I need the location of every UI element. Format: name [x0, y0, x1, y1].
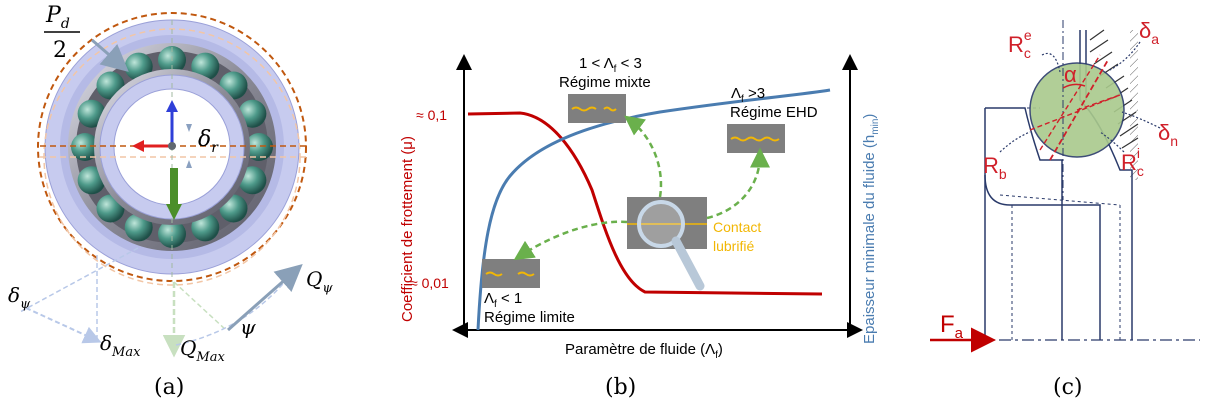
regime-ehd-surface	[730, 136, 780, 142]
radius-line-i	[1029, 94, 1121, 131]
q-psi-label: Qψ	[306, 267, 333, 296]
magnifier-handle	[671, 236, 705, 291]
regime-mixte-label: Régime mixte	[559, 74, 651, 91]
pointer-rci	[1099, 131, 1125, 153]
delta-max-label: δMax	[100, 331, 141, 360]
center-point	[168, 142, 176, 150]
psi-arc	[175, 277, 289, 346]
pointer-delta-a	[1109, 41, 1141, 71]
film-thickness-curve	[476, 88, 831, 331]
red-left-arrowhead	[132, 140, 144, 152]
caption-a: (a)	[154, 375, 184, 400]
rb-label: Rb	[983, 153, 1007, 182]
alpha-arc	[1062, 83, 1086, 89]
panel-b-stribeck	[452, 54, 863, 338]
regime-ehd-label: Régime EHD	[730, 104, 818, 121]
delta-r-arrow-bottom	[186, 160, 192, 168]
delta-psi-label: δψ	[8, 283, 31, 312]
regime-limite-condition: Λf < 1	[484, 290, 522, 310]
psi-label: ψ	[240, 315, 256, 339]
delta-psi-arrow	[25, 307, 102, 344]
regime-ehd-condition: Λf >3	[731, 85, 765, 105]
contact-line-2	[1039, 54, 1101, 151]
shaft-profile	[984, 174, 1101, 340]
ring-dashed-diag	[999, 194, 1121, 206]
delta-psi-dash	[19, 247, 139, 313]
force-fr-arrowhead	[166, 204, 182, 220]
panel-c-contact	[930, 20, 1200, 353]
magnifier-lens	[637, 200, 685, 248]
force-fr-label: Fr	[142, 175, 166, 204]
y-right-label: Epaisseur minimale du fluide (hmin)	[861, 114, 881, 344]
panel-a-bearing	[19, 12, 310, 358]
regime-limite-surface	[485, 271, 535, 277]
regime-limite-label: Régime limite	[484, 309, 575, 326]
friction-curve	[467, 111, 823, 296]
psi-dash	[173, 281, 227, 331]
contact-label-1: Contact	[713, 219, 761, 235]
pointer-rb	[999, 131, 1031, 153]
caption-c: (c)	[1053, 375, 1083, 400]
q-psi-arrow	[227, 264, 303, 332]
alpha-label: α	[1064, 62, 1077, 87]
rci-label: Rci	[1121, 145, 1144, 179]
arrow-to-mixte	[624, 115, 663, 198]
tick-low: ≈ 0,01	[410, 275, 449, 291]
inner-ring-profile	[984, 107, 1063, 340]
fa-label: Fa	[940, 311, 964, 342]
delta-a-label: δa	[1139, 18, 1159, 47]
regime-mixte-surface	[571, 106, 617, 112]
delta-r-arrow-top	[186, 124, 192, 132]
pd-arrow	[91, 38, 129, 72]
regime-mixte-condition: 1 < Λf < 3	[579, 55, 642, 75]
x-axis-label: Paramètre de fluide (Λf)	[565, 341, 723, 361]
delta-n-label: δn	[1158, 120, 1178, 149]
arrow-to-limite	[513, 220, 628, 261]
caption-b: (b)	[605, 375, 636, 400]
ball	[245, 133, 273, 161]
pointer-delta-n	[1121, 111, 1161, 129]
delta-r-label: δr	[198, 127, 219, 156]
pd-label: Pd	[45, 3, 70, 32]
contact-label-2: lubrifié	[713, 238, 754, 254]
rce-label: Rce	[1008, 27, 1032, 61]
ball	[71, 133, 99, 161]
tick-high: ≈ 0,1	[416, 107, 447, 123]
y-left-label: Coefficient de frottement (μ)	[399, 136, 416, 322]
q-max-label: QMax	[180, 336, 225, 365]
ball	[158, 220, 186, 248]
arrow-to-ehd	[706, 147, 770, 220]
pd-denominator: 2	[53, 38, 67, 63]
blue-up-arrowhead	[166, 100, 178, 112]
